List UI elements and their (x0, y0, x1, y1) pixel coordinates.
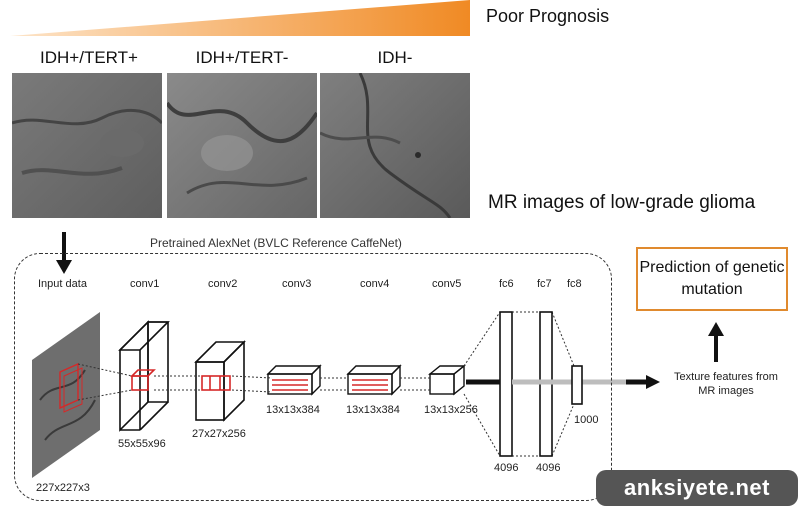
input-data-slab (32, 312, 100, 478)
mri-image-2 (167, 73, 317, 218)
mri-image-3 (320, 73, 470, 218)
layer-label-conv2: conv2 (208, 278, 238, 290)
prediction-box: Prediction of genetic mutation (636, 247, 788, 311)
watermark-logo: anksiyete.net (596, 470, 798, 506)
layer-label-fc7: fc7 (537, 278, 552, 290)
layer-connections (77, 311, 575, 457)
layer-label-fc6: fc6 (499, 278, 514, 290)
image-label-idh-tert-pos: IDH+/TERT+ (40, 48, 138, 67)
conv1-volume (118, 320, 170, 432)
dims-fc8: 1000 (574, 414, 599, 426)
dims-conv4: 13x13x384 (346, 404, 400, 416)
network-title: Pretrained AlexNet (BVLC Reference Caffe… (150, 236, 402, 250)
network-frame (14, 253, 612, 501)
right-arrow-icon (626, 375, 660, 389)
layer-label-conv1: conv1 (130, 278, 160, 290)
dims-fc7: 4096 (536, 462, 561, 474)
conv3-volume (266, 364, 322, 396)
fc8-layer (571, 365, 583, 405)
conv2-volume (194, 340, 246, 422)
layer-label-fc8: fc8 (567, 278, 582, 290)
mri-caption: MR images of low-grade glioma (488, 192, 756, 213)
image-label-idh-tert-neg: IDH+/TERT- (195, 48, 289, 67)
layer-label-conv4: conv4 (360, 278, 390, 290)
image-label-idh-neg: IDH- (377, 48, 413, 67)
layer-label-conv3: conv3 (282, 278, 312, 290)
dims-fc6: 4096 (494, 462, 519, 474)
conv4-volume (346, 364, 402, 396)
dims-conv2: 27x27x256 (192, 428, 246, 440)
texture-features-label: Texture features from MR images (674, 371, 778, 397)
poor-prognosis-label: Poor Prognosis (486, 6, 610, 26)
dims-conv5: 13x13x256 (424, 404, 478, 416)
poor-prognosis-gradient-wedge (10, 0, 470, 36)
dims-conv3: 13x13x384 (266, 404, 320, 416)
dims-input: 227x227x3 (36, 482, 90, 494)
up-arrow-icon (708, 322, 724, 362)
down-arrow-icon (56, 232, 72, 274)
dims-conv1: 55x55x96 (118, 438, 166, 450)
mri-image-1 (12, 73, 162, 218)
layer-label-input: Input data (38, 278, 87, 290)
layer-label-conv5: conv5 (432, 278, 462, 290)
